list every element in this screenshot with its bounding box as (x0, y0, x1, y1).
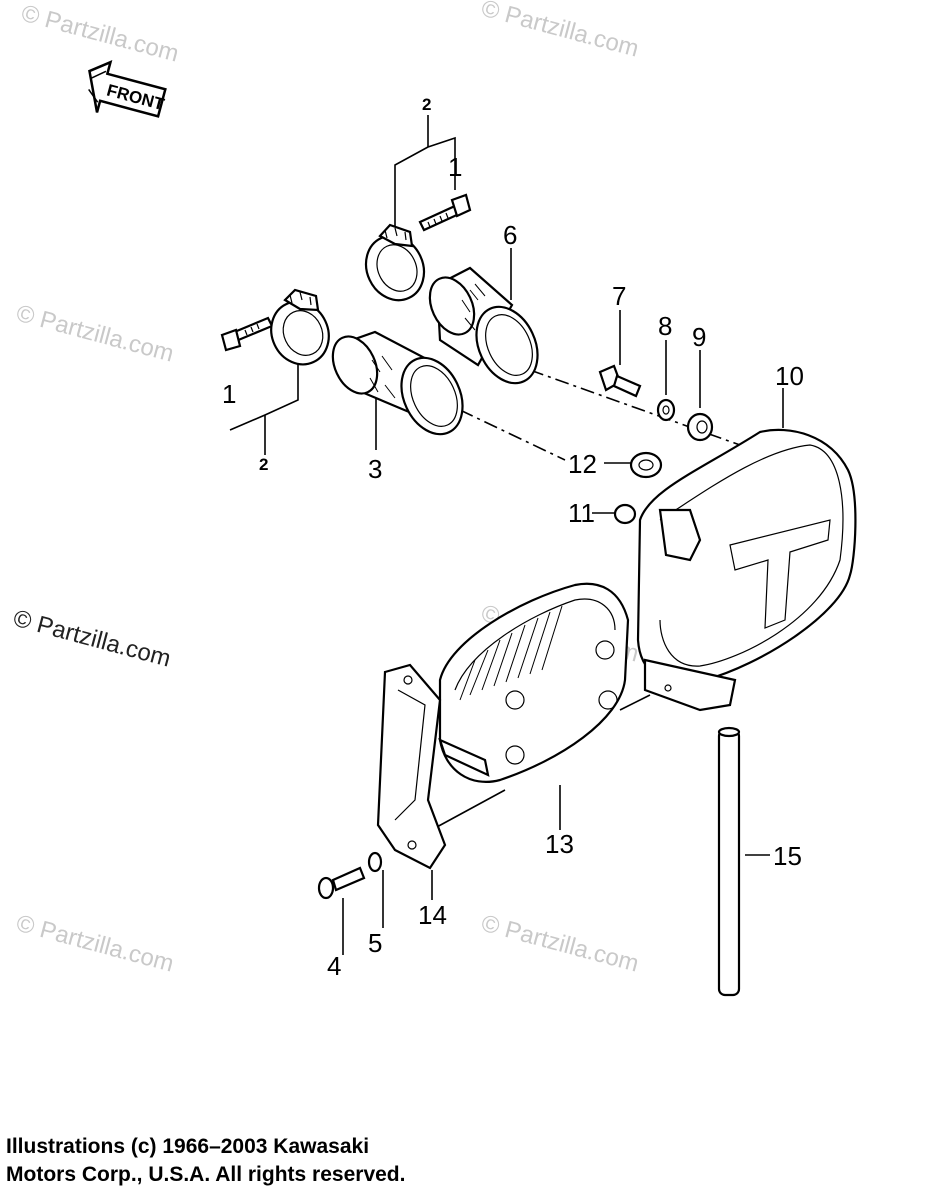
watermark: © Partzilla.com (10, 605, 173, 673)
watermark: © Partzilla.com (13, 910, 176, 978)
screw-part-14 (317, 866, 366, 900)
callout-labels: 2 1 6 7 8 9 10 1 2 3 12 11 13 15 14 5 4 (222, 95, 804, 981)
callout-1-lower: 1 (222, 379, 236, 409)
duct-part-3 (331, 330, 464, 436)
watermark: © Partzilla.com (13, 300, 176, 368)
callout-8: 10 (775, 361, 804, 391)
clamp-part-2-lower (270, 288, 330, 366)
washer-part-6 (656, 398, 676, 422)
hose-part-15 (717, 726, 741, 997)
callout-12: 14 (418, 900, 447, 930)
callout-3: 3 (368, 454, 382, 484)
copyright-line-2: Motors Corp., U.S.A. All rights reserved… (6, 1163, 406, 1186)
washer-part-13 (367, 851, 383, 873)
callout-7: 9 (692, 322, 706, 352)
copyright-line-1: Illustrations (c) 1966–2003 Kawasaki (6, 1135, 370, 1158)
front-arrow: FRONT (88, 60, 167, 118)
callout-10: 12 (568, 449, 597, 479)
callout-2-upper: 2 (422, 95, 431, 114)
callout-15: 15 (773, 841, 802, 871)
case-part-8 (636, 428, 857, 712)
callout-13: 5 (368, 928, 382, 958)
watermark: © Partzilla.com (18, 0, 181, 68)
callout-4: 6 (503, 220, 517, 250)
callout-2-lower: 2 (259, 455, 268, 474)
callout-14: 4 (327, 951, 341, 981)
screw-part-9 (613, 503, 637, 525)
leader-lines (229, 115, 784, 955)
bolt-part-5 (598, 364, 642, 398)
watermark: © Partzilla.com (478, 910, 641, 978)
callout-11: 13 (545, 829, 574, 859)
callout-1-upper: 1 (448, 152, 462, 182)
grommet-part-7 (686, 412, 714, 442)
watermark: © Partzilla.com (478, 0, 641, 63)
callout-5: 7 (612, 281, 626, 311)
clamp-part-2-upper (364, 223, 426, 302)
bolt-part-1-upper (418, 193, 472, 232)
bolt-part-1-lower (220, 316, 274, 352)
grommet-part-10 (629, 451, 663, 479)
bracket-part-12 (376, 663, 447, 870)
copyright-notice: Illustrations (c) 1966–2003 Kawasaki Mot… (6, 1133, 405, 1189)
filter-part-11 (438, 582, 630, 783)
callout-9: 11 (568, 498, 595, 528)
callout-6: 8 (658, 311, 672, 341)
duct-part-4 (428, 266, 539, 385)
